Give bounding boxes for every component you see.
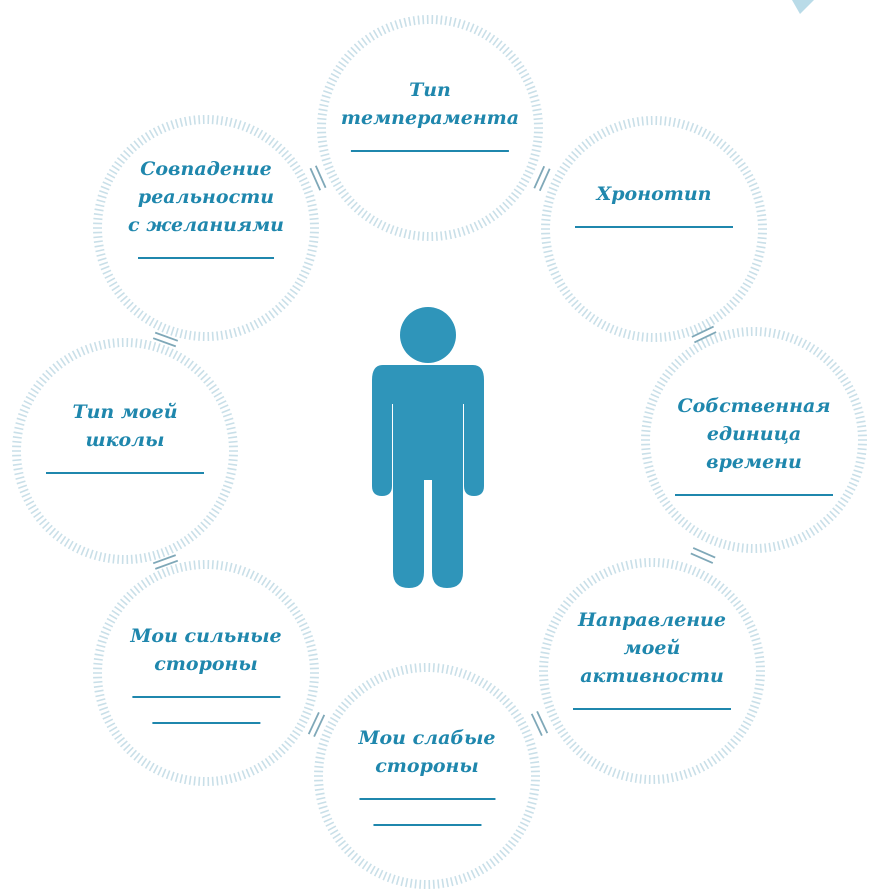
node-label-line: Тип	[409, 79, 451, 101]
node-ring	[317, 14, 543, 242]
node-label-line: Мои сильные	[130, 625, 282, 647]
node-label-line: Совпадение	[140, 158, 272, 180]
node-ring	[12, 337, 238, 565]
connector	[152, 331, 179, 348]
node-label-line: стороны	[375, 755, 479, 777]
answer-blank-line	[358, 788, 495, 800]
answer-blank-line	[151, 712, 260, 724]
node-ring	[641, 326, 867, 554]
node-strong-sides: Мои сильные стороны	[130, 622, 282, 724]
node-ring	[93, 114, 319, 342]
connectors-layer	[152, 165, 717, 737]
connector	[530, 711, 549, 736]
node-chronotype: Хронотип	[575, 180, 733, 228]
connector	[533, 165, 551, 192]
node-ring	[93, 559, 319, 787]
node-label-line: школы	[85, 429, 165, 451]
connector	[309, 165, 327, 191]
answer-blank-line	[575, 216, 733, 228]
answer-blank-line	[138, 247, 274, 259]
connector	[152, 554, 179, 570]
node-temperament: Тип темперамента	[341, 76, 519, 152]
node-weak-sides: Мои слабые стороны	[358, 724, 496, 826]
node-label-line: Мои слабые	[358, 727, 496, 749]
node-time-unit: Собственная единица времени	[675, 392, 833, 496]
node-activity: Направление моей активности	[573, 606, 731, 710]
node-school-type: Тип моей школы	[46, 398, 204, 474]
node-label-line: Тип моей	[72, 401, 178, 423]
answer-blank-line	[675, 484, 833, 496]
node-label-line: Хронотип	[596, 183, 712, 205]
answer-blank-line	[372, 814, 481, 826]
node-label-line: реальности	[137, 186, 275, 208]
connector	[690, 547, 716, 564]
node-label-line: с желаниями	[128, 214, 284, 236]
node-label-line: времени	[706, 451, 802, 473]
answer-blank-line	[131, 686, 280, 698]
answer-blank-line	[573, 698, 731, 710]
node-label-line: темперамента	[340, 107, 520, 129]
person-icon	[372, 307, 484, 588]
node-ring	[539, 557, 765, 785]
node-label-line: Направление	[578, 609, 726, 631]
node-ring	[541, 115, 767, 343]
node-label-line: активности	[580, 665, 724, 687]
corner-arrow-icon	[792, 0, 814, 14]
node-reality-wishes: Совпадение реальности с желаниями	[128, 155, 284, 259]
node-label-line: стороны	[154, 653, 258, 675]
rings-layer	[12, 14, 867, 890]
answer-blank-line	[46, 462, 204, 474]
connector	[691, 325, 717, 344]
node-ring	[314, 662, 540, 890]
connector	[307, 712, 326, 737]
node-label-line: моей	[623, 637, 681, 659]
node-label-line: Собственная	[677, 395, 831, 417]
answer-blank-line	[350, 140, 509, 152]
node-label-line: единица	[706, 423, 802, 445]
